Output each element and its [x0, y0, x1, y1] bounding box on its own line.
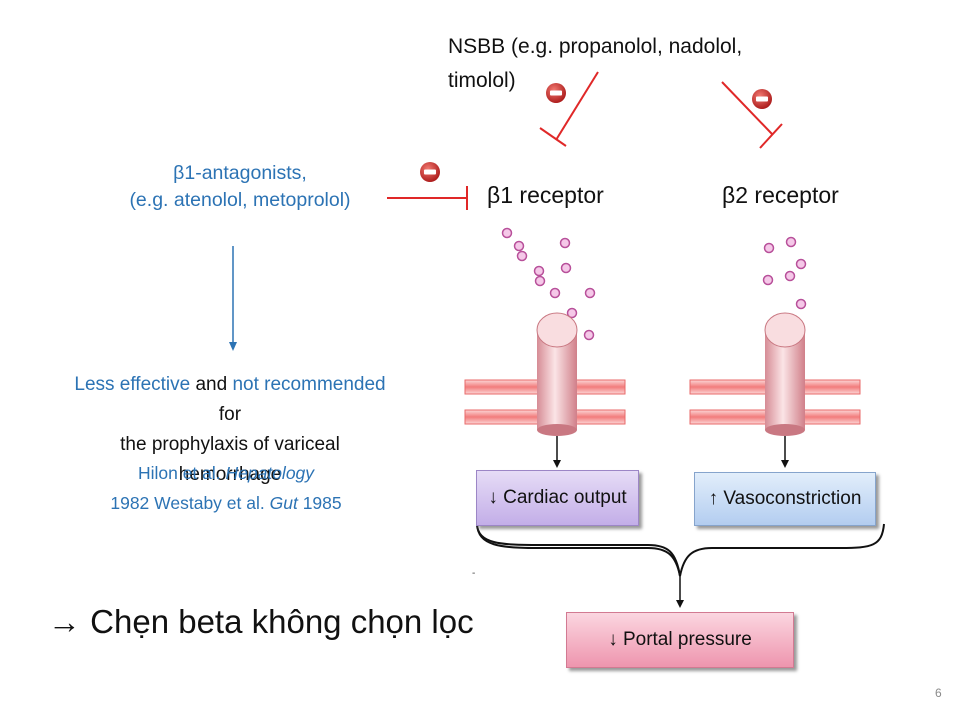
beta1-antagonist-inhibition [387, 186, 468, 210]
less-effective-text: Less effective [74, 374, 191, 395]
recommendation-line1: Less effective and not recommended [30, 370, 430, 400]
citation2-author: Westaby et al. [154, 493, 270, 513]
recommendation-line3: the prophylaxis of variceal [120, 434, 340, 455]
citation2-journal: Gut [269, 493, 298, 513]
recommendation-text: Less effective and not recommended for t… [30, 370, 430, 490]
brace-to-portal-arrow [676, 576, 684, 608]
beta2-receptor-cylinder [764, 312, 806, 436]
beta1-antagonists-label: β1-antagonists, (e.g. atenolol, metoprol… [100, 160, 380, 214]
conclusion-text: → Chẹn beta không chọn lọc [48, 603, 474, 640]
minus-badge-icon [752, 89, 772, 109]
citation1-year: 1982 [110, 493, 150, 513]
citations: Hilon et al. Hepatology 1982 Westaby et … [96, 458, 356, 518]
svg-text:-: - [472, 568, 475, 579]
minus-badge-icon [546, 83, 566, 103]
beta1-receptor-label: β1 receptor [487, 182, 604, 208]
beta2-receptor-label: β2 receptor [722, 182, 839, 208]
beta1-antagonists-line1: β1-antagonists, [173, 162, 307, 184]
vasoconstriction-box: ↑ Vasoconstriction [694, 472, 876, 526]
nsbb-line1: NSBB (e.g. propanolol, nadolol, [448, 35, 743, 58]
citation-line2: 1982 Westaby et al. Gut 1985 [96, 488, 356, 518]
recommendation-line2: for [218, 404, 242, 425]
nsbb-line2: timolol) [448, 69, 516, 92]
combining-brace [476, 523, 885, 577]
not-recommended-text: not recommended [232, 374, 386, 395]
recommendation-line4: hemorrhage [178, 464, 282, 485]
citation1-journal: Hepatology [225, 463, 315, 483]
and-text: and [190, 374, 233, 395]
ligand-molecules-beta1 [501, 227, 596, 341]
portal-pressure-box: ↓ Portal pressure [566, 612, 794, 668]
nsbb-beta1-inhibition [539, 71, 599, 147]
beta1-receptor-cylinder [536, 312, 578, 436]
citation1-author: Hilon et al. [137, 463, 226, 483]
nsbb-label: NSBB (e.g. propanolol, nadolol, timolol) [448, 30, 848, 98]
minus-badge-icon [420, 162, 440, 182]
cardiac-output-box: ↓ Cardiac output [476, 470, 639, 526]
citation2-year: 1985 [297, 493, 342, 513]
ligand-molecules-beta2 [762, 236, 807, 310]
beta1-antagonists-line2: (e.g. atenolol, metoprolol) [129, 189, 351, 211]
down-arrow-icon [229, 246, 237, 351]
nsbb-beta2-inhibition [721, 81, 783, 149]
receptor-to-effect-arrows [553, 436, 789, 468]
citation-line1: Hilon et al. Hepatology [96, 458, 356, 488]
page-number: 6 [935, 686, 942, 700]
